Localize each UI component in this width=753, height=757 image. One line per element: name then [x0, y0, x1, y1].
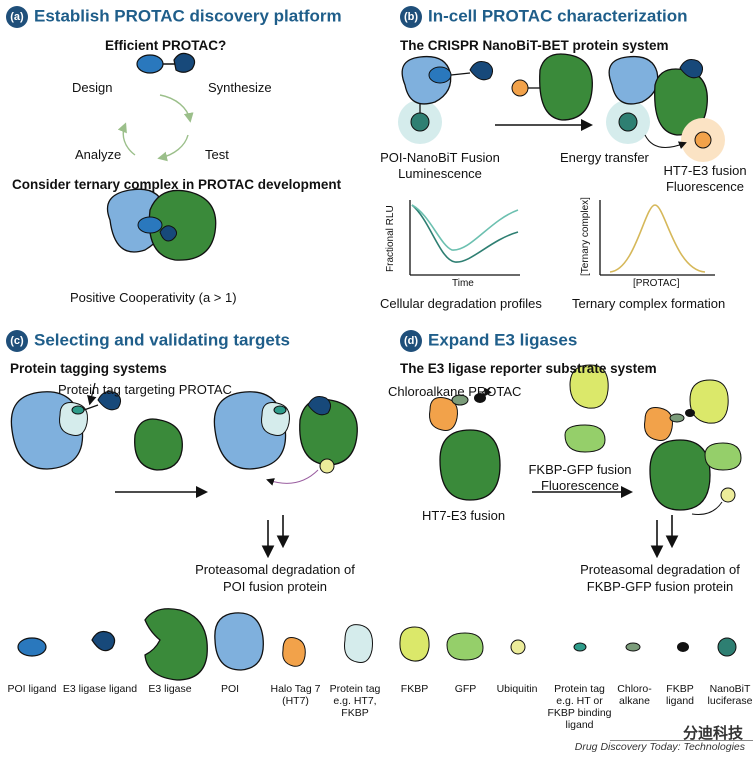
legend-e3-ligase-ligand-icon	[91, 630, 116, 652]
legend-poi-ligand-icon	[17, 637, 47, 657]
panel-c-art	[10, 382, 358, 559]
legend-label: Ubiquitin	[496, 683, 538, 695]
panel-b-energy: Energy transfer	[560, 150, 649, 165]
panel-c-tag-protac: Protein tag targeting PROTAC	[58, 382, 232, 397]
legend-protein-tag-icon	[344, 624, 373, 663]
legend-label: Chloro- alkane	[617, 683, 652, 707]
cycle-design: Design	[72, 80, 113, 95]
panel-b-ht7-label: HT7-E3 fusion Fluorescence	[663, 163, 747, 194]
legend-gfp-icon	[446, 632, 484, 661]
graph2-caption: Ternary complex formation	[572, 296, 726, 311]
legend-label: POI	[220, 683, 240, 695]
graph1-xlabel: Time	[452, 278, 474, 289]
panel-c-result: Proteasomal degradation of POI fusion pr…	[195, 562, 355, 594]
panel-d-title-text: Expand E3 ligases	[428, 330, 578, 350]
legend-label: Protein tag e.g. HT7, FKBP	[329, 683, 381, 719]
legend-ubiquitin-icon	[510, 639, 526, 655]
legend-fkbp-ligand-icon	[677, 642, 689, 652]
panel-d-chloro: Chloroalkane PROTAC	[388, 384, 522, 399]
e3-ligase-shape	[148, 189, 217, 261]
panel-d-ht7-e3: HT7-E3 fusion	[422, 508, 506, 523]
cycle-analyze: Analyze	[75, 147, 122, 162]
legend-label: NanoBiT luciferase	[707, 683, 753, 707]
panel-d-system: The E3 ligase reporter substrate system	[400, 361, 657, 376]
legend-label: FKBP	[400, 683, 429, 695]
panel-c-title-text: Selecting and validating targets	[34, 330, 291, 350]
legend-label: FKBP ligand	[665, 683, 695, 707]
graph1-caption: Cellular degradation profiles	[380, 296, 542, 311]
source-credit: Drug Discovery Today: Technologies	[574, 741, 745, 753]
panel-b-poi-label: POI-NanoBiT Fusion Luminescence	[380, 150, 500, 181]
legend-label: GFP	[454, 683, 477, 695]
e3-ligase-ligand-shape	[173, 52, 196, 73]
panel-b-title-text: In-cell PROTAC characterization	[428, 6, 688, 26]
source-divider	[610, 740, 753, 741]
legend-e3-ligase-icon	[144, 608, 208, 681]
panel-c-badge: (c)	[6, 330, 28, 352]
panel-b-system: The CRISPR NanoBiT-BET protein system	[400, 38, 669, 53]
legend-art	[17, 608, 737, 681]
nanobit-shape	[410, 112, 430, 132]
panel-b-art	[398, 53, 725, 276]
legend-label: Halo Tag 7 (HT7)	[270, 683, 321, 707]
cycle-test: Test	[205, 147, 229, 162]
legend-halo-tag-icon	[282, 637, 306, 667]
legend-tag-ligand-icon	[573, 642, 587, 652]
panel-d-fkbp-gfp: FKBP-GFP fusion Fluorescence	[528, 462, 632, 493]
panel-d-result: Proteasomal degradation of FKBP-GFP fusi…	[580, 562, 740, 594]
legend-label: E3 ligase ligand	[62, 683, 138, 695]
panel-a-badge: (a)	[6, 6, 28, 28]
legend-chloroalkane-icon	[625, 642, 641, 652]
watermark: 分迪科技	[682, 725, 743, 742]
cycle-synthesize: Synthesize	[208, 80, 272, 95]
panel-d-badge: (d)	[400, 330, 422, 352]
legend-label: Protein tag e.g. HT or FKBP binding liga…	[547, 683, 612, 731]
legend-poi-icon	[214, 612, 264, 671]
panel-b-title: (b) In-cell PROTAC characterization	[400, 6, 687, 28]
panel-d-art	[429, 364, 742, 559]
graph1-ylabel: Fractional RLU	[385, 205, 396, 272]
poi-ligand-shape	[136, 54, 164, 74]
legend-label: E3 ligase	[148, 683, 192, 695]
panel-c-title: (c) Selecting and validating targets	[6, 330, 290, 352]
panel-a-cooperativity: Positive Cooperativity (a > 1)	[70, 290, 237, 305]
panel-a-ternary-heading: Consider ternary complex in PROTAC devel…	[12, 177, 342, 192]
legend-fkbp-icon	[399, 626, 430, 662]
panel-a-title: (a) Establish PROTAC discovery platform	[6, 6, 342, 28]
panel-c-system: Protein tagging systems	[10, 361, 167, 376]
panel-b-badge: (b)	[400, 6, 422, 28]
panel-a-art	[106, 52, 217, 261]
legend-label: POI ligand	[7, 683, 57, 695]
graph2-ylabel: [Ternary complex]	[580, 197, 591, 276]
panel-a-title-text: Establish PROTAC discovery platform	[34, 6, 342, 26]
legend-nanobit-icon	[717, 637, 737, 657]
panel-d-title: (d) Expand E3 ligases	[400, 330, 577, 352]
graph2-xlabel: [PROTAC]	[633, 278, 680, 289]
panel-a-efficient: Efficient PROTAC?	[105, 38, 227, 53]
